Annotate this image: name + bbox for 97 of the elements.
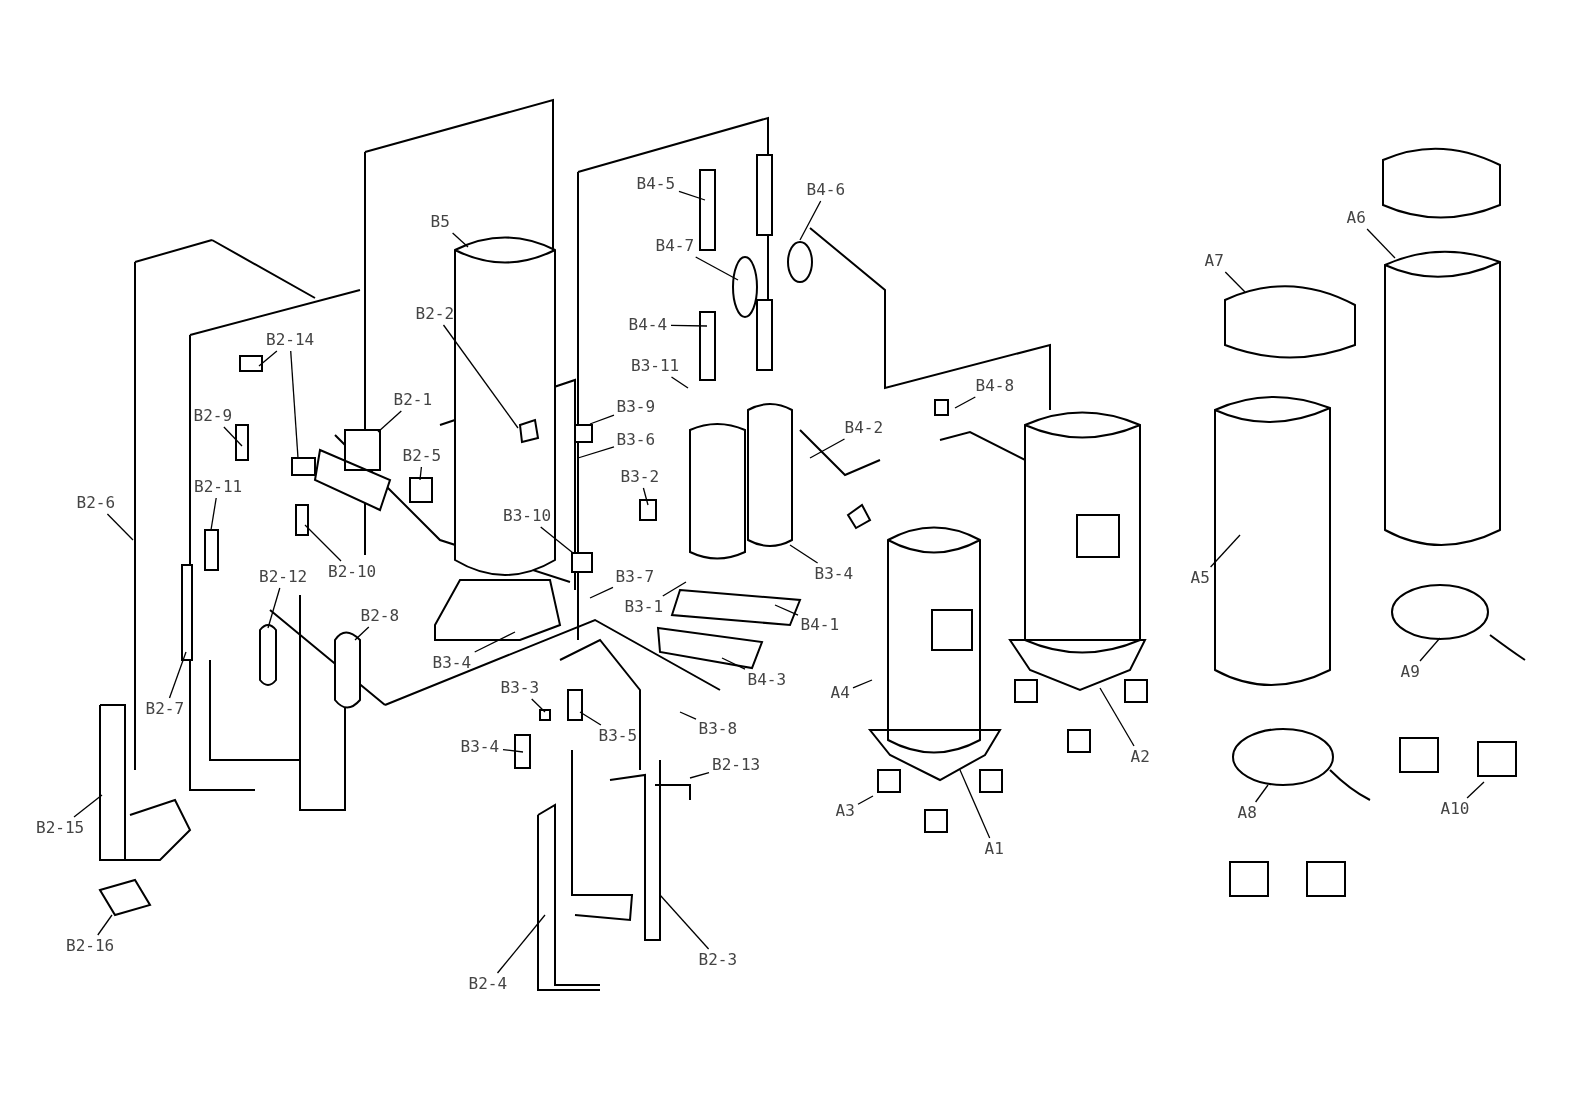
leader-line (531, 698, 546, 713)
leader-line (959, 769, 991, 839)
callout-label: B3-3 (499, 679, 541, 697)
callout-label: B3-1 (623, 598, 665, 616)
callout-label: B2-6 (75, 494, 117, 512)
leader-line (1099, 687, 1135, 747)
callout-label: B3-11 (630, 357, 681, 375)
leader-line (354, 626, 370, 641)
callout-label: A6 (1345, 209, 1367, 227)
callout-label: B2-16 (65, 937, 116, 955)
leader-line (267, 587, 281, 629)
callout-label: B3-4 (431, 654, 473, 672)
callout-label: B2-5 (401, 447, 443, 465)
callout-label: A2 (1129, 748, 1151, 766)
callout-label: A3 (834, 802, 856, 820)
leader-line (579, 711, 602, 726)
callout-label: B2-10 (327, 563, 378, 581)
callout-label: B2-14 (265, 331, 316, 349)
leader-line (662, 581, 687, 597)
callout-label: B3-4 (459, 738, 501, 756)
leader-line (670, 324, 708, 327)
leader-line (774, 604, 799, 616)
callout-label: A5 (1189, 569, 1211, 587)
callout-label: B4-3 (746, 671, 788, 689)
leader-line (290, 350, 299, 459)
leader-line (540, 526, 574, 554)
leader-line (223, 426, 243, 447)
callout-label: B3-5 (597, 727, 639, 745)
leader-line (789, 544, 819, 564)
callout-label: B2-12 (258, 568, 309, 586)
callout-label: B3-10 (502, 507, 553, 525)
callout-label: A1 (983, 840, 1005, 858)
callout-label: A7 (1203, 252, 1225, 270)
leader-line (589, 586, 614, 599)
leader-line (954, 396, 976, 409)
callout-label: A4 (829, 684, 851, 702)
callout-label: B4-7 (654, 237, 696, 255)
leader-line (106, 513, 134, 541)
callout-label: B5 (429, 213, 451, 231)
callout-label: A9 (1399, 663, 1421, 681)
leader-line (799, 200, 822, 241)
leader-line (1209, 534, 1241, 568)
leader-line (502, 748, 524, 753)
leader-line (695, 256, 739, 281)
leader-line (679, 711, 697, 720)
callout-label: A10 (1439, 800, 1471, 818)
callout-label: B3-7 (614, 568, 656, 586)
callout-label: B4-1 (799, 616, 841, 634)
leader-line (809, 438, 846, 459)
leader-line (589, 414, 615, 425)
callout-label: B2-2 (414, 305, 456, 323)
leader-line (496, 914, 546, 974)
callout-label: B4-8 (974, 377, 1016, 395)
callout-label: B2-9 (192, 407, 234, 425)
leader-line (1224, 271, 1246, 293)
callout-label: B4-5 (635, 175, 677, 193)
leader-line (1366, 228, 1396, 259)
leader-line (304, 524, 342, 562)
callout-label: B4-2 (843, 419, 885, 437)
callout-label: B2-4 (467, 975, 509, 993)
leader-line (642, 487, 649, 506)
leader-line (419, 466, 423, 481)
leader-line (577, 446, 615, 459)
leader-line (678, 190, 706, 201)
callout-label: B3-4 (813, 565, 855, 583)
leader-line (210, 497, 217, 531)
leader-line (442, 324, 519, 429)
callout-label: B3-9 (615, 398, 657, 416)
leader-line (721, 657, 746, 670)
leader-line (258, 350, 278, 367)
leader-line (659, 894, 710, 950)
callout-label: B4-4 (627, 316, 669, 334)
callout-label: B2-3 (697, 951, 739, 969)
callout-label: B2-15 (35, 819, 86, 837)
callout-label: B2-13 (711, 756, 762, 774)
leader-line (451, 232, 469, 248)
leader-line (168, 651, 187, 699)
callout-label: A8 (1236, 804, 1258, 822)
leader-line (474, 631, 516, 653)
leader-line (1254, 784, 1269, 803)
callout-label: B3-6 (615, 431, 657, 449)
callout-label: B2-11 (193, 478, 244, 496)
callout-label: B2-8 (359, 607, 401, 625)
leader-line (857, 795, 874, 805)
leader-line (1419, 637, 1441, 662)
leader-line (1466, 781, 1485, 799)
callout-label: B4-6 (805, 181, 847, 199)
callout-label: B2-7 (144, 700, 186, 718)
leader-line (852, 679, 873, 689)
leader-line (670, 376, 689, 389)
callout-label: B3-2 (619, 468, 661, 486)
callout-label: B3-8 (697, 720, 739, 738)
leader-line (377, 410, 402, 433)
callout-label: B2-1 (392, 391, 434, 409)
leader-line (73, 794, 103, 818)
leader-line (97, 914, 113, 936)
leader-line (689, 771, 710, 779)
